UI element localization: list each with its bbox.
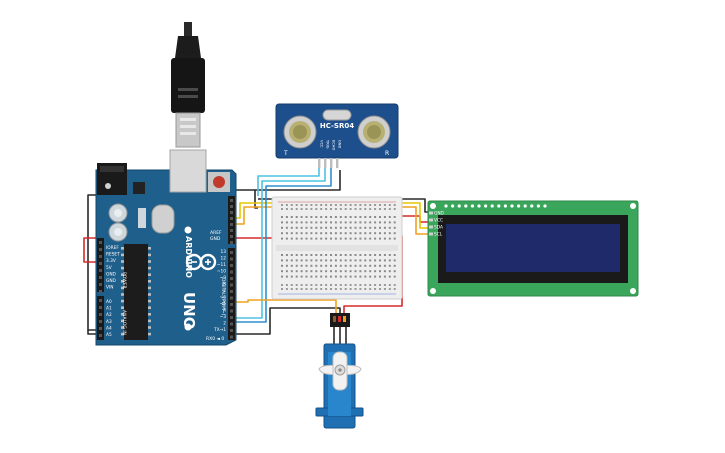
reset-button[interactable] bbox=[213, 176, 225, 188]
power-pin-label: RESET bbox=[106, 252, 120, 258]
power-pin-label: GND bbox=[106, 278, 117, 284]
analog-pin-label: A2 bbox=[106, 312, 112, 318]
wire-black-sensor-gnd bbox=[255, 170, 341, 191]
digital-pin-label: 8 bbox=[223, 282, 226, 288]
sensor-pin-label: GND bbox=[337, 140, 341, 148]
digital-pin-label: ~9 bbox=[220, 275, 227, 281]
digital-pin-label: TX→1 bbox=[213, 327, 226, 333]
wire-blue-echo bbox=[230, 168, 332, 323]
wire-cyan-trig bbox=[230, 168, 326, 319]
sensor-model: HC-SR04 bbox=[320, 122, 354, 130]
sensor-pin-label: ECHO bbox=[331, 140, 335, 150]
digital-label: DIGITAL (PWM~) bbox=[220, 278, 226, 316]
gnd-label: GND bbox=[210, 236, 221, 242]
digital-pin-label: 7 bbox=[223, 288, 226, 294]
atmega-chip bbox=[124, 244, 148, 340]
analog-pin-label: A0 bbox=[106, 299, 112, 305]
power-pin-label: VIN bbox=[106, 285, 113, 291]
power-pin-label: GND bbox=[106, 271, 117, 277]
digital-pin-label: ~10 bbox=[217, 269, 226, 275]
digital-pin-label: 12 bbox=[221, 256, 227, 262]
wire-orange-servo bbox=[230, 299, 337, 316]
analog-pin-label: A5 bbox=[106, 332, 112, 338]
digital-pin-label: ~3 bbox=[220, 314, 227, 320]
power-label: POWER bbox=[121, 272, 127, 289]
analog-pin-label: A4 bbox=[106, 325, 112, 331]
lcd-pin-label: SCL bbox=[434, 232, 443, 238]
sensor-pin-label: VCC bbox=[319, 140, 323, 148]
sensor-side-right: R bbox=[385, 150, 389, 157]
digital-pin-label: 4 bbox=[223, 308, 226, 314]
analog-header bbox=[97, 296, 104, 340]
sensor-side-left: T bbox=[283, 150, 288, 157]
servo-motor bbox=[315, 313, 364, 429]
digital-pin-label: 13 bbox=[221, 249, 227, 255]
usb-port bbox=[169, 149, 207, 193]
arduino-brand: ARDUINO bbox=[184, 236, 193, 278]
digital-pin-label: ~5 bbox=[220, 301, 227, 307]
breadboard bbox=[271, 196, 403, 300]
power-pin-label: IOREF bbox=[106, 245, 119, 251]
digital-pin-label: 2 bbox=[223, 321, 226, 327]
wire-cyan-vcc bbox=[257, 168, 320, 196]
arduino-uno-board: ARDUINO UNO DIGITAL (PWM~) POWER ANALOG … bbox=[95, 149, 237, 346]
digital-pin-label: ~6 bbox=[220, 295, 227, 301]
power-pin-label: 3.3V bbox=[106, 258, 116, 264]
sensor-pin-label: TRIG bbox=[325, 139, 329, 149]
rx-label: RX0 ◄ 0 bbox=[206, 336, 224, 342]
power-pin-label: 5V bbox=[106, 265, 112, 271]
arduino-model: UNO bbox=[180, 292, 198, 330]
aref-label: AREF bbox=[210, 230, 222, 236]
usb-cable bbox=[171, 22, 205, 148]
digital-pin-label: ~11 bbox=[217, 262, 226, 268]
analog-pin-label: A3 bbox=[106, 319, 112, 325]
digital-header-bottom bbox=[228, 248, 235, 340]
lcd-screen bbox=[446, 224, 620, 272]
wire-black-bottom bbox=[87, 307, 341, 335]
arduino-logo bbox=[185, 253, 217, 271]
lcd-pin-label: GND bbox=[434, 211, 445, 217]
lcd-pin-label: SDA bbox=[434, 225, 443, 231]
lcd-pin-label: VCC bbox=[434, 218, 443, 224]
analog-pin-label: A1 bbox=[106, 306, 112, 312]
analog-label: ANALOG IN bbox=[121, 310, 127, 335]
